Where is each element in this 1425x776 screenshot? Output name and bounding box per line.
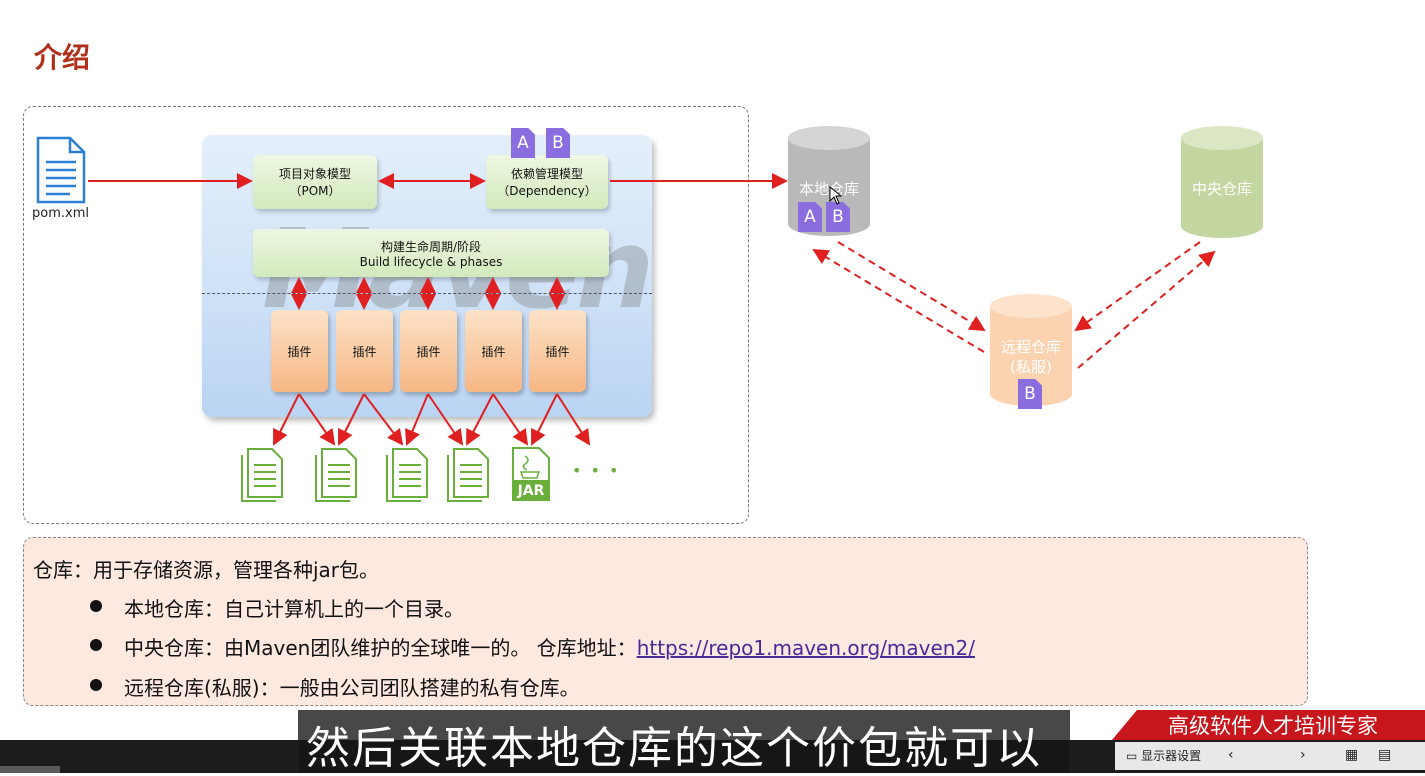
document-icon xyxy=(386,448,428,502)
pom-file-label: pom.xml xyxy=(32,206,89,221)
jar-label: JAR xyxy=(517,483,545,499)
info-local: 本地仓库：自己计算机上的一个目录。 xyxy=(124,597,464,621)
info-box xyxy=(23,537,1308,706)
video-subtitle: 然后关联本地仓库的这个价包就可以 xyxy=(306,723,1042,774)
badge-a: A xyxy=(511,128,535,158)
bullet xyxy=(90,679,102,691)
info-remote: 远程仓库(私服)：一般由公司团队搭建的私有仓库。 xyxy=(124,676,580,700)
badge-b: B xyxy=(1018,379,1042,409)
document-icon xyxy=(447,448,489,502)
local-repo-label: 本地仓库 xyxy=(798,180,859,198)
jar-file-icon xyxy=(512,447,550,501)
document-icon xyxy=(315,448,357,502)
dependency-model-subtitle: （Dependency） xyxy=(497,184,597,198)
plugin-box: 插件 xyxy=(529,310,586,392)
arrow-plugin-output xyxy=(531,393,558,446)
pom-file-icon xyxy=(36,136,86,204)
plugin-box: 插件 xyxy=(400,310,457,392)
display-settings-button[interactable]: ▭ 显示器设置 xyxy=(1126,747,1201,764)
monitor-icon: ▭ xyxy=(1126,749,1142,763)
bullet xyxy=(90,600,102,612)
display-settings-label: 显示器设置 xyxy=(1141,749,1202,763)
plugin-box: 插件 xyxy=(465,310,522,392)
diagram-frame xyxy=(23,106,749,524)
plugin-box: 插件 xyxy=(271,310,328,392)
arrow-central-remote xyxy=(1074,241,1201,332)
central-repo-label: 中央仓库 xyxy=(1191,180,1252,198)
central-repo-cylinder xyxy=(1181,126,1263,238)
layout-icon[interactable]: ▤ xyxy=(1378,747,1392,763)
arrow-plugin-output xyxy=(338,393,365,446)
plugin-box: 插件 xyxy=(336,310,393,392)
arrow-plugin-output xyxy=(556,393,591,446)
lifecycle-title: 构建生命周期/阶段 xyxy=(380,239,482,254)
arrow-plugin-output xyxy=(273,393,300,446)
remote-repo-sublabel: (私服) xyxy=(1010,358,1052,376)
subtitle-background xyxy=(298,710,1070,773)
dependency-model-box: 依赖管理模型 （Dependency） xyxy=(486,155,608,209)
mouse-cursor-icon xyxy=(829,186,843,205)
badge-a: A xyxy=(798,202,822,232)
more-dots: • • • xyxy=(572,461,621,480)
page-title: 介绍 xyxy=(34,41,91,74)
arrow-plugin-output xyxy=(466,393,494,446)
remote-repo-cylinder xyxy=(990,294,1072,406)
central-repo-link[interactable]: https://repo1.maven.org/maven2/ xyxy=(636,636,975,660)
arrow-plugin-output xyxy=(427,393,464,446)
arrow-local-remote xyxy=(837,241,986,332)
chevron-left-icon[interactable]: ‹ xyxy=(1228,747,1234,763)
chevron-right-icon[interactable]: › xyxy=(1300,747,1306,763)
badge-b: B xyxy=(546,128,570,158)
diagram-arrows xyxy=(88,173,1216,446)
pom-model-title: 项目对象模型 xyxy=(278,167,351,181)
brand-slogan: 高级软件人才培训专家 xyxy=(1168,714,1378,738)
badge-b: B xyxy=(826,202,850,232)
arrow-plugin-output xyxy=(405,393,429,446)
arrow-remote-local xyxy=(812,248,985,353)
grid-icon[interactable]: ▦ xyxy=(1345,747,1359,763)
info-intro: 仓库：用于存储资源，管理各种jar包。 xyxy=(33,558,380,582)
document-icon xyxy=(241,448,283,502)
taskbar-area xyxy=(1115,742,1425,770)
info-central-text: 中央仓库：由Maven团队维护的全球唯一的。 仓库地址： xyxy=(124,636,637,660)
arrow-plugin-output xyxy=(363,393,404,446)
remote-repo-label: 远程仓库 xyxy=(1000,338,1061,356)
info-central: 中央仓库：由Maven团队维护的全球唯一的。 仓库地址：https://repo… xyxy=(124,632,975,661)
arrow-plugin-output xyxy=(492,393,529,446)
brand-band xyxy=(1112,710,1425,740)
dependency-model-title: 依赖管理模型 xyxy=(510,167,583,181)
pom-model-box: 项目对象模型 （POM） xyxy=(253,155,377,209)
arrow-remote-central xyxy=(1077,250,1216,369)
bullet xyxy=(90,639,102,651)
lifecycle-box: 构建生命周期/阶段 Build lifecycle & phases xyxy=(253,229,609,277)
arrow-plugin-output xyxy=(298,393,336,446)
lifecycle-subtitle: Build lifecycle & phases xyxy=(359,254,503,269)
pom-model-subtitle: （POM） xyxy=(289,184,341,198)
video-progress[interactable] xyxy=(0,766,60,773)
